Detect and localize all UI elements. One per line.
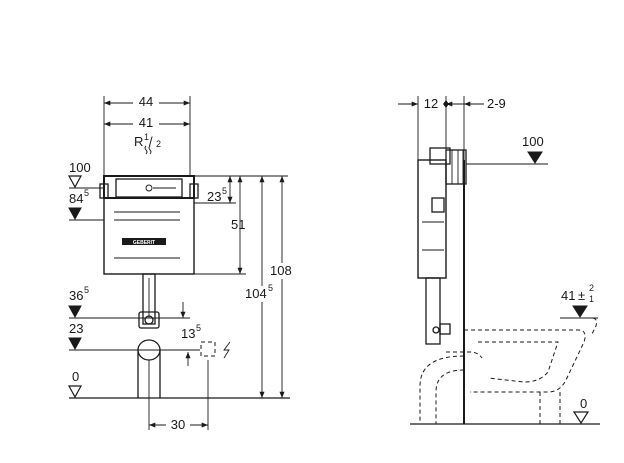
level-36-sup: 5: [84, 285, 89, 295]
dim-104-label: 104: [245, 286, 267, 301]
level-41-tol-plus: 2: [589, 283, 594, 293]
electrical-socket-box: [200, 341, 216, 357]
level-13-sup: 5: [196, 323, 201, 333]
supply-frac-num: 1: [144, 132, 149, 142]
water-supply-icon: [144, 145, 152, 155]
level-84-marker: [68, 207, 82, 221]
level-41-tol-minus: 1: [589, 294, 594, 304]
side-flush-valve: [432, 326, 440, 334]
cistern-side-body: [417, 159, 447, 279]
wc-bowl-inner: [478, 341, 559, 383]
wc-bowl-outline: [464, 329, 586, 393]
left-clip: [99, 183, 109, 199]
floor-0-label: 0: [72, 369, 79, 384]
brand-text: GEBERIT: [133, 240, 155, 246]
label-bg: [268, 263, 296, 279]
side-flush-bend: [439, 323, 451, 335]
dim-51-label: 51: [231, 217, 245, 232]
level-41-pm: ±: [578, 288, 585, 303]
cistern-inlet-box: [115, 178, 183, 198]
dim-12-label: 12: [424, 96, 438, 111]
level-23-marker: [68, 337, 82, 351]
dim-diamond-icon: [443, 100, 449, 108]
level-23-label: 23: [69, 321, 83, 336]
level-100-right-label: 100: [522, 134, 544, 149]
level-84-label: 84: [69, 191, 83, 206]
level-41-label: 41: [561, 288, 575, 303]
dim-23-sup: 5: [222, 186, 227, 196]
wc-flush-connector: [446, 351, 483, 359]
cistern-top-bracket: [103, 175, 195, 199]
level-100-label: 100: [69, 160, 91, 175]
dim-44-label: 44: [139, 94, 153, 109]
side-valve: [431, 197, 445, 213]
wc-seat-outline: [572, 317, 597, 335]
dim-2-9-label: 2-9: [487, 96, 506, 111]
label-bg: [243, 286, 277, 302]
floor-0-right-label: 0: [580, 396, 587, 411]
label-bg: [166, 418, 190, 432]
supply-frac-den: 2: [156, 139, 161, 149]
electrical-icon: [223, 341, 231, 359]
right-clip: [189, 183, 199, 199]
dim-108-label: 108: [270, 263, 292, 278]
right-side-view: 12 2-9 100 41 ± 2 1: [398, 96, 600, 425]
label-bg: [133, 95, 159, 109]
brand-plate: [122, 238, 166, 245]
supply-frac-slash: /: [149, 134, 153, 149]
wc-pedestal: [539, 392, 561, 424]
left-front-view: 44 41 R 1 / 2 GEBERIT 100: [67, 94, 296, 432]
wc-drain-pipe: [419, 355, 465, 424]
level-13-label: 13: [181, 326, 195, 341]
level-36-marker: [68, 305, 82, 319]
flush-valve-body: [138, 311, 160, 329]
inlet-valve-icon: [145, 184, 153, 192]
level-100-marker: [67, 175, 83, 189]
flush-valve-icon: [144, 315, 154, 325]
cistern-side-top: [429, 147, 451, 165]
side-flush-pipe: [425, 277, 441, 345]
level-41-marker: [572, 305, 588, 318]
dim-30-label: 30: [171, 417, 185, 432]
floor-0-marker: [67, 385, 83, 399]
floor-0-right-marker: [572, 411, 590, 425]
label-bg: [133, 116, 159, 130]
level-100-right-marker: [527, 151, 543, 164]
supply-label-r: R: [134, 134, 143, 149]
label-bg: [420, 97, 442, 111]
level-84-sup: 5: [84, 188, 89, 198]
level-36-label: 36: [69, 288, 83, 303]
supply-connector: [445, 149, 467, 185]
dim-23-label: 23: [207, 189, 221, 204]
dim-104-sup: 5: [268, 283, 273, 293]
dim-41-label: 41: [139, 115, 153, 130]
